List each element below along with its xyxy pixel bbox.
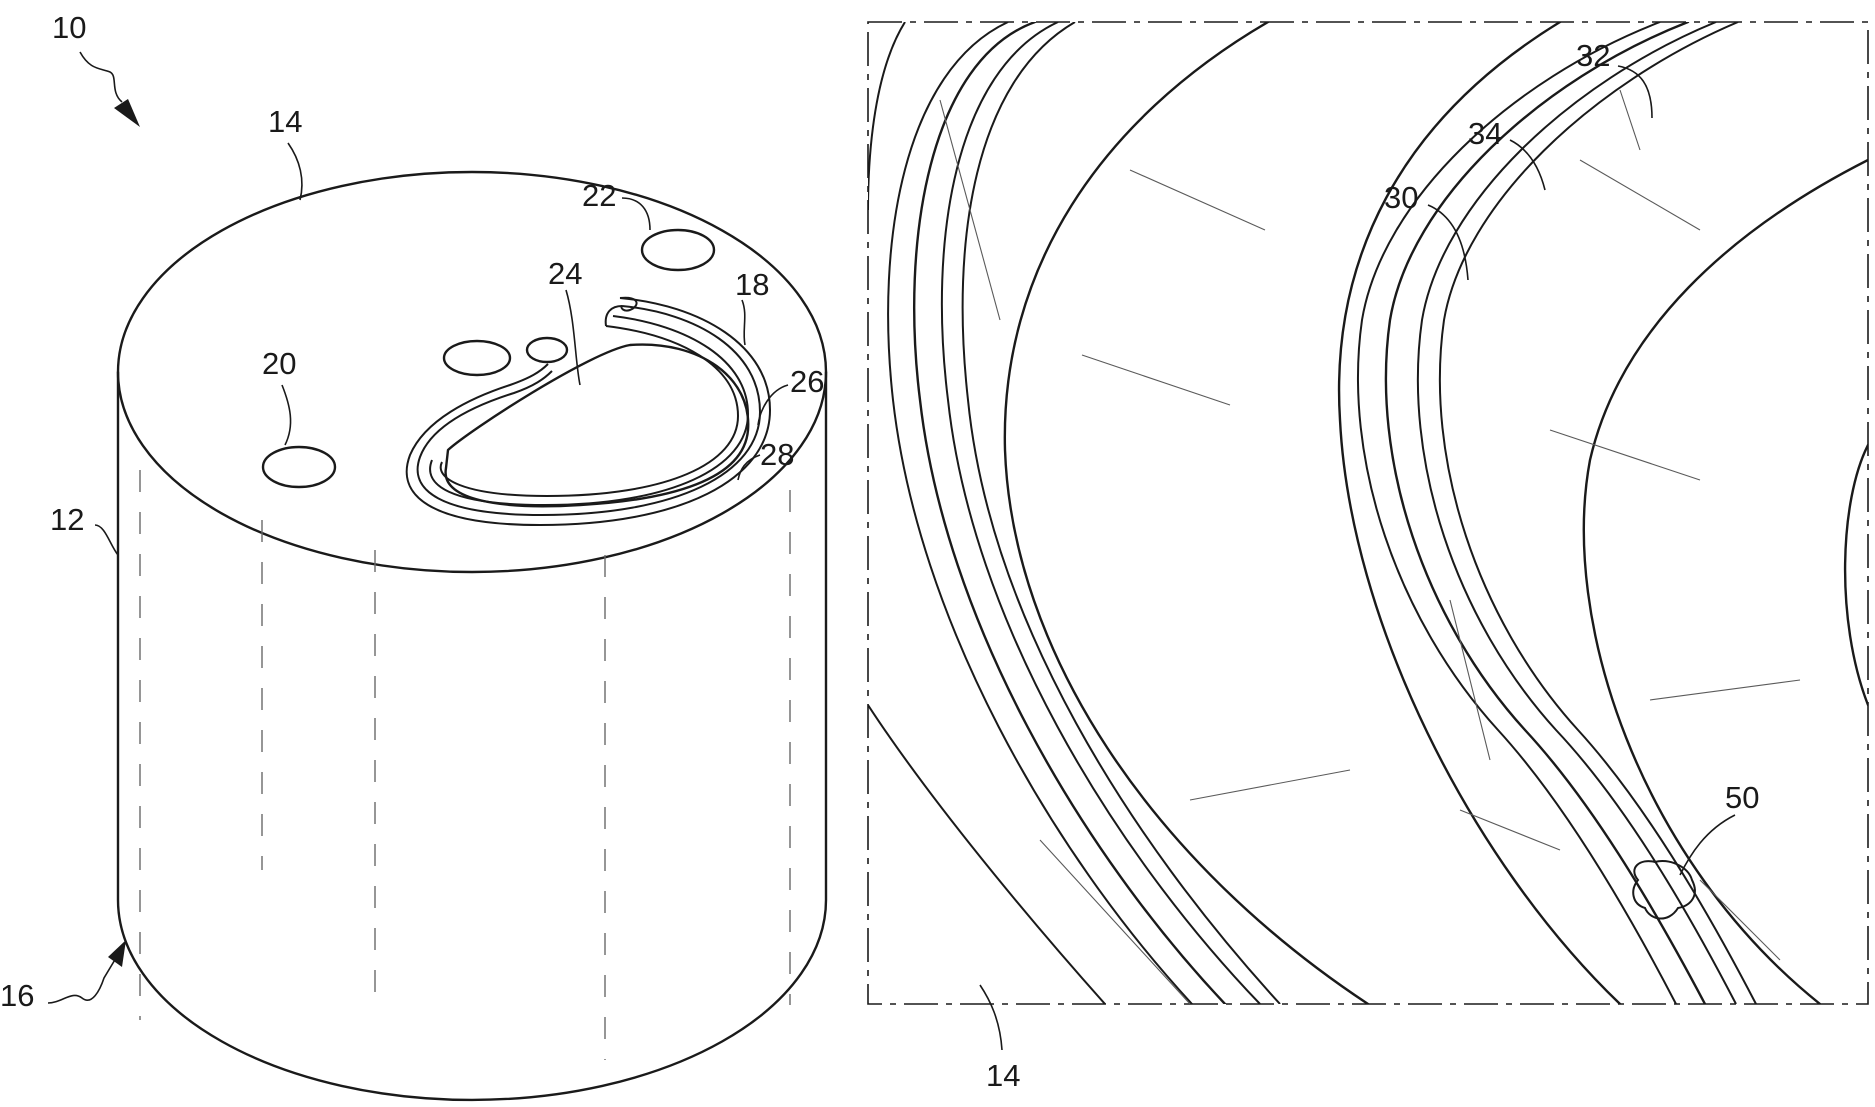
channel-18-end (619, 296, 638, 312)
channel-18-ring-a (429, 315, 750, 507)
leader-34 (1509, 139, 1546, 191)
cylinder-shading (139, 470, 791, 1060)
label-16: 16 (0, 978, 34, 1013)
leader-26 (757, 384, 789, 426)
label-18: 18 (735, 267, 769, 302)
detail-groove-1-line-a (887, 22, 1193, 1004)
detail-land-right (1582, 158, 1868, 1004)
channel-18-outer (405, 297, 772, 527)
detail-view (867, 21, 1869, 1051)
leader-14-top (287, 142, 303, 201)
label-24: 24 (548, 256, 582, 291)
arrow-10 (79, 51, 123, 103)
detail-shading (939, 89, 1801, 1004)
detail-land-edge (1003, 22, 1370, 1004)
label-14-top: 14 (268, 104, 302, 139)
channel-18-ring-b (439, 325, 740, 498)
cylinder-body (116, 370, 828, 1102)
detail-groove-1-line-c (961, 22, 1281, 1004)
label-28: 28 (760, 437, 794, 472)
detail-groove-1-line-b (940, 22, 1261, 1004)
detail-core-edge (1843, 443, 1868, 707)
arrow-16-head (108, 940, 126, 967)
label-26: 26 (790, 364, 824, 399)
label-10: 10 (52, 10, 86, 45)
detail-wall-left-2 (868, 704, 1106, 1004)
leader-18 (741, 299, 746, 346)
label-50: 50 (1725, 780, 1759, 815)
port-24 (444, 343, 750, 508)
channel-18-inner (416, 305, 762, 517)
detail-groove-2-line-c (1438, 22, 1757, 1004)
leader-20 (281, 384, 292, 446)
detail-wall-mid (1337, 22, 1622, 1004)
detail-groove-1-outer (912, 22, 1227, 1004)
hole-22 (640, 228, 716, 272)
cylinder-view (47, 51, 828, 1102)
detail-groove-2-line-a (1356, 22, 1677, 1004)
label-12: 12 (50, 502, 84, 537)
label-34: 34 (1468, 116, 1502, 151)
leader-14-detail (979, 984, 1003, 1051)
arrow-16 (47, 957, 117, 1004)
label-22: 22 (582, 178, 616, 213)
label-30: 30 (1384, 180, 1418, 215)
arrow-10-head (114, 99, 140, 127)
leader-28 (737, 454, 761, 481)
label-14-detail: 14 (986, 1058, 1020, 1093)
detail-groove-2-outer (1384, 22, 1707, 1004)
leader-50 (1679, 814, 1736, 876)
label-32: 32 (1576, 38, 1610, 73)
leader-22 (621, 197, 651, 231)
cylinder-top-face (116, 170, 828, 574)
detail-groove-2-line-b (1416, 22, 1737, 1004)
leader-30 (1427, 204, 1469, 281)
leader-24 (565, 289, 581, 386)
detail-frame (867, 21, 1869, 1005)
channel-18-tail (604, 305, 623, 327)
leader-32 (1617, 65, 1653, 119)
channel-lobe-large (442, 339, 512, 377)
reference-labels: 10 14 22 24 18 20 26 28 12 16 32 34 30 5… (0, 10, 1759, 1093)
defect-50 (1632, 860, 1696, 920)
label-20: 20 (262, 346, 296, 381)
channel-lobe-small (525, 336, 569, 364)
detail-wall-left (868, 22, 906, 211)
hole-20 (261, 445, 337, 489)
leader-12 (94, 524, 119, 556)
